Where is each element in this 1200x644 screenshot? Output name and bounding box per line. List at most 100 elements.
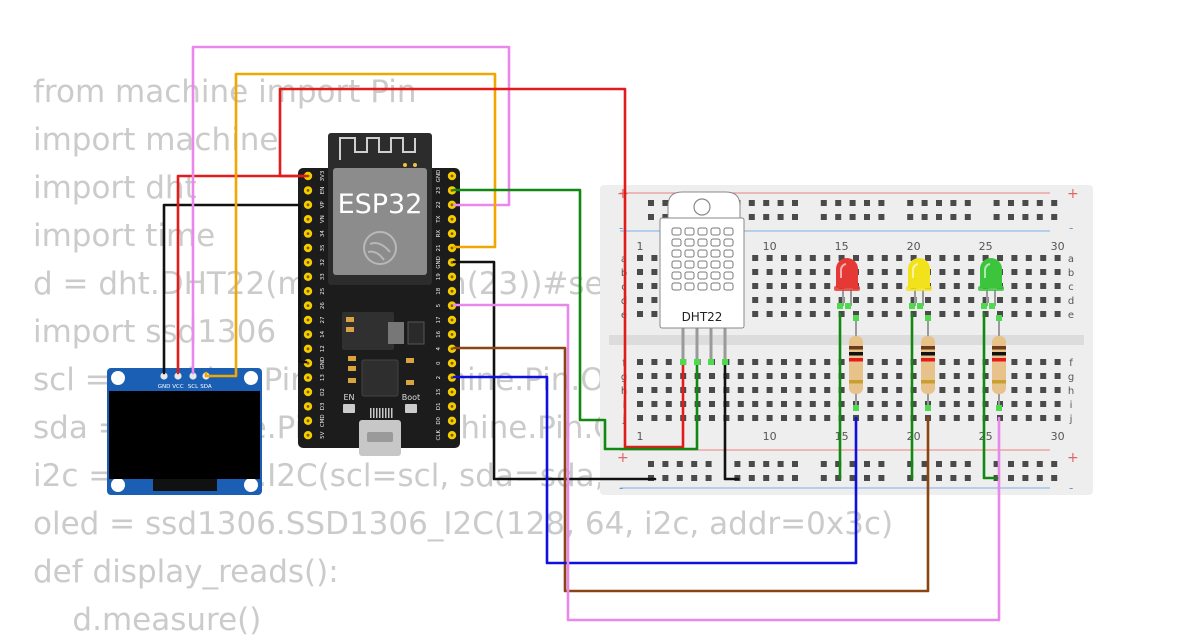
breadboard-hole xyxy=(993,200,1000,206)
esp32-pin-label: 22 xyxy=(436,201,442,208)
breadboard-hole xyxy=(878,200,885,206)
breadboard-hole xyxy=(921,461,928,467)
esp32-pin-hole xyxy=(450,433,454,437)
row-letter: e xyxy=(1068,310,1074,321)
esp32-pin-hole xyxy=(306,261,310,264)
esp32-pin-hole xyxy=(450,275,454,279)
breadboard-hole xyxy=(910,373,917,379)
breadboard-hole xyxy=(752,373,759,379)
esp32-pin-label: EN xyxy=(320,187,326,195)
row-letter: g xyxy=(1068,372,1074,383)
breadboard-hole xyxy=(936,461,942,467)
breadboard-hole xyxy=(1036,475,1043,481)
breadboard-hole xyxy=(881,255,888,261)
esp32-pin-label: D1 xyxy=(436,403,442,411)
resistor-band xyxy=(849,358,863,362)
esp32-pin-hole xyxy=(450,333,454,336)
breadboard-hole xyxy=(781,415,787,421)
breadboard-hole xyxy=(849,214,856,220)
led-dome xyxy=(908,258,930,288)
breadboard-hole xyxy=(809,373,816,379)
breadboard-hole xyxy=(1054,359,1061,365)
breadboard-hole xyxy=(752,297,759,303)
breadboard-hole xyxy=(809,311,816,317)
breadboard-hole xyxy=(881,415,888,421)
breadboard-hole xyxy=(1011,387,1018,393)
breadboard-hole xyxy=(921,200,928,206)
breadboard-hole xyxy=(1054,269,1061,275)
dht22-grille xyxy=(684,271,695,280)
breadboard-hole xyxy=(648,461,654,467)
breadboard-hole xyxy=(824,415,831,421)
oled-pin xyxy=(160,372,168,380)
breadboard-hole xyxy=(752,269,759,275)
breadboard-hole xyxy=(665,415,672,421)
breadboard-hole xyxy=(795,283,802,289)
breadboard-hole xyxy=(878,475,885,481)
oled-pin-label: SDA xyxy=(200,384,212,390)
breadboard-hole xyxy=(982,387,989,393)
esp32-pin-hole xyxy=(306,246,310,250)
breadboard-hole xyxy=(968,297,975,303)
rail-plus-label: + xyxy=(617,450,629,466)
dht22-grille xyxy=(710,271,721,280)
breadboard-hole xyxy=(665,401,672,407)
breadboard-hole xyxy=(1011,311,1018,317)
esp32-pin-label: 3V3 xyxy=(320,170,326,181)
breadboard-hole xyxy=(723,373,730,379)
breadboard-hole xyxy=(910,359,917,365)
breadboard-hole xyxy=(1040,297,1047,303)
breadboard-hole xyxy=(936,200,942,206)
breadboard-hole xyxy=(662,475,669,481)
breadboard-hole xyxy=(824,387,831,393)
breadboard-hole xyxy=(777,475,784,481)
esp32-pin-hole xyxy=(450,361,454,365)
breadboard-hole xyxy=(781,283,787,289)
esp32-pin-hole xyxy=(450,419,454,423)
oled-pin-label: GND xyxy=(158,384,171,390)
connection-highlight xyxy=(853,315,859,321)
breadboard-hole xyxy=(737,359,744,365)
breadboard-hole xyxy=(964,475,971,481)
smd-component xyxy=(388,322,404,344)
breadboard-hole xyxy=(1036,200,1043,206)
esp32-pin-label: 33 xyxy=(320,273,326,280)
connection-highlight xyxy=(981,303,987,309)
breadboard-hole xyxy=(982,415,989,421)
breadboard-hole xyxy=(1011,415,1018,421)
breadboard-hole xyxy=(910,387,917,393)
breadboard-hole xyxy=(795,255,802,261)
breadboard-hole xyxy=(867,387,874,393)
breadboard-hole xyxy=(921,475,928,481)
wire-dht-gnd xyxy=(723,360,740,481)
column-number: 20 xyxy=(907,240,921,253)
breadboard-hole xyxy=(824,373,831,379)
breadboard-hole xyxy=(763,475,770,481)
breadboard-hole xyxy=(651,373,658,379)
breadboard-hole xyxy=(867,311,874,317)
connection-highlight xyxy=(680,359,686,365)
esp32-pin-label: D0 xyxy=(436,416,442,424)
row-letter: d xyxy=(1068,296,1074,307)
esp32-pin-label: D2 xyxy=(320,388,326,396)
dht22-sensor: DHT22 xyxy=(659,191,745,364)
dht22-grille xyxy=(710,227,721,236)
breadboard-hole xyxy=(1051,461,1058,467)
smd-capacitor xyxy=(346,317,354,322)
breadboard-hole xyxy=(997,297,1003,303)
resistor-band xyxy=(992,346,1006,350)
oled-ribbon xyxy=(153,479,217,491)
espressif-logo-icon xyxy=(367,242,391,261)
smd-capacitor xyxy=(348,378,356,383)
breadboard-hole xyxy=(867,359,874,365)
breadboard-hole xyxy=(1025,255,1032,261)
breadboard-hole xyxy=(968,255,975,261)
breadboard-hole xyxy=(763,214,770,220)
esp32-pin-hole xyxy=(450,390,454,394)
breadboard-hole xyxy=(766,283,773,289)
breadboard-hole xyxy=(910,297,917,303)
smd-capacitor xyxy=(348,366,356,371)
breadboard-hole xyxy=(824,359,831,365)
breadboard-hole xyxy=(1051,475,1058,481)
led-highlight xyxy=(983,263,991,278)
